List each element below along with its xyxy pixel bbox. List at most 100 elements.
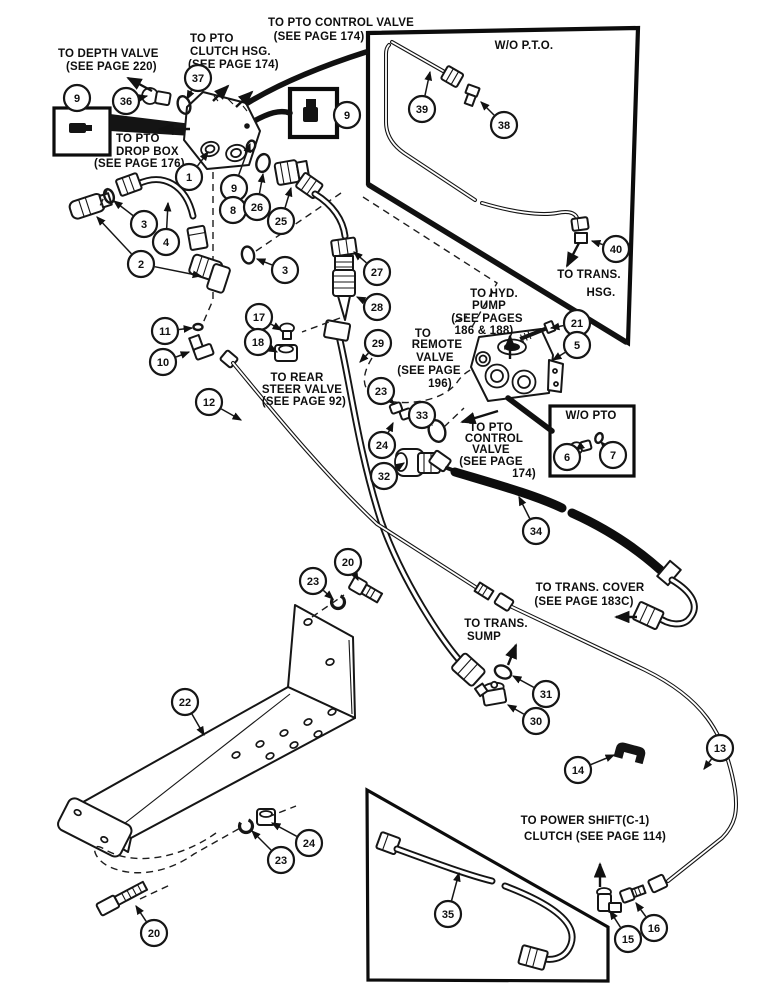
callout-number: 38 [498,120,510,132]
hose-upper-inner [313,192,347,238]
callout-number: 9 [74,93,80,105]
tube-39 [384,43,477,202]
callout-15: 15 [609,909,643,954]
elbow-38 [463,83,481,107]
callout-circle [126,249,156,279]
lbl-hyd-pump-4: 186 & 188) [455,325,514,337]
callout-leader [196,151,209,167]
callout-leader [551,351,566,361]
callout-circle [243,327,273,357]
hydraulic-valve-5 [470,328,564,402]
callout-31: 31 [511,675,561,709]
callout-number: 13 [714,743,726,755]
lbl-wo-pto-mid: W/O PTO [565,410,616,422]
plug-icon [69,123,92,133]
elbow-30 [473,680,508,707]
hose-35-seg2-inner [503,884,574,961]
tube-13-end-nut [647,873,669,894]
tube-13-inner [511,606,737,882]
centerline [267,805,297,818]
hose-34-nut-b [632,601,665,630]
lbl-remote-valve-4: (SEE PAGE [397,365,461,377]
callout-leader [270,322,283,331]
callout-number: 17 [253,312,265,324]
callout-leader [113,200,134,217]
callout-leader [359,352,369,363]
callout-leader [191,713,205,737]
lbl-trans-cover-2: (SEE PAGE 183C) [534,596,633,608]
callout-5: 5 [551,330,592,361]
inset-box-bottom [365,787,610,983]
lbl-hyd-pump-3: (SEE PAGES [451,313,523,325]
callout-number: 3 [282,265,288,277]
callout-leader [96,216,132,255]
callout-number: 21 [571,318,583,330]
lbl-pto-clutch-hsg-1: TO PTO [190,33,234,45]
lbl-remote-valve-2: REMOTE [412,339,463,351]
callout-20: 20 [333,547,363,582]
callout-circle [294,828,324,858]
callout-number: 39 [416,104,428,116]
lbl-depth-valve-2: (SEE PAGE 220) [66,61,157,73]
callout-number: 12 [203,397,215,409]
fitting-36 [141,87,172,107]
callout-circle [129,209,159,239]
centerline [301,317,341,333]
callout-circle [562,330,592,360]
callout-number: 32 [378,471,390,483]
callout-number: 10 [157,357,169,369]
callout-circle [521,706,551,736]
callout-circle [139,918,169,948]
callout-number: 40 [610,244,622,256]
callout-leader [609,909,622,928]
fitting-16 [619,884,647,904]
callout-number: 31 [540,689,552,701]
o-ring-11 [192,322,204,332]
callout-number: 6 [564,452,570,464]
callout-circle [366,376,396,406]
centerline [443,407,465,428]
callout-number: 9 [344,110,350,122]
plug-icon [303,99,318,122]
nut-40 [570,216,590,232]
lbl-pto-control-valve-mid-1: TO PTO [469,422,513,434]
callout-22: 22 [170,687,205,737]
callout-10: 10 [148,347,191,377]
o-ring-3b [240,245,256,265]
callout-29: 29 [359,328,393,363]
callout-leader [178,325,194,333]
callout-36: 36 [111,86,149,116]
callout-leader [257,172,266,194]
centerline [311,594,345,618]
callout-leader [635,902,647,918]
callout-circle [613,924,643,954]
callout-37: 37 [183,63,213,101]
callout-23: 23 [366,376,396,406]
callout-leader [600,441,610,451]
nut-18 [274,344,298,362]
callout-number: 4 [163,237,170,249]
hose-4-inner [136,178,195,218]
callout-8: 8 [218,195,248,225]
callout-3: 3 [255,255,300,285]
hose-34-tail-inner [656,578,696,626]
lbl-rear-steer-1: TO REAR [271,372,324,384]
callout-leader [137,94,149,102]
callout-circle [266,845,296,875]
lbl-pto-control-valve-mid-5: 174) [512,468,536,480]
callout-number: 7 [610,450,616,462]
callout-circle [150,316,180,346]
callout-circle [367,430,397,460]
hose-34-seg1 [450,467,567,513]
elbow-15 [596,887,622,913]
tube-39-stub-inner [391,41,444,72]
hose-35-nut-b [517,944,549,971]
callout-number: 23 [375,386,387,398]
callout-number: 29 [372,338,384,350]
callout-circle [521,516,551,546]
hose-to-wo-pto-box [505,395,555,434]
callout-23: 23 [298,566,334,600]
callout-leader [450,871,461,901]
lbl-power-shift-1: TO POWER SHIFT(C-1) [521,815,650,827]
